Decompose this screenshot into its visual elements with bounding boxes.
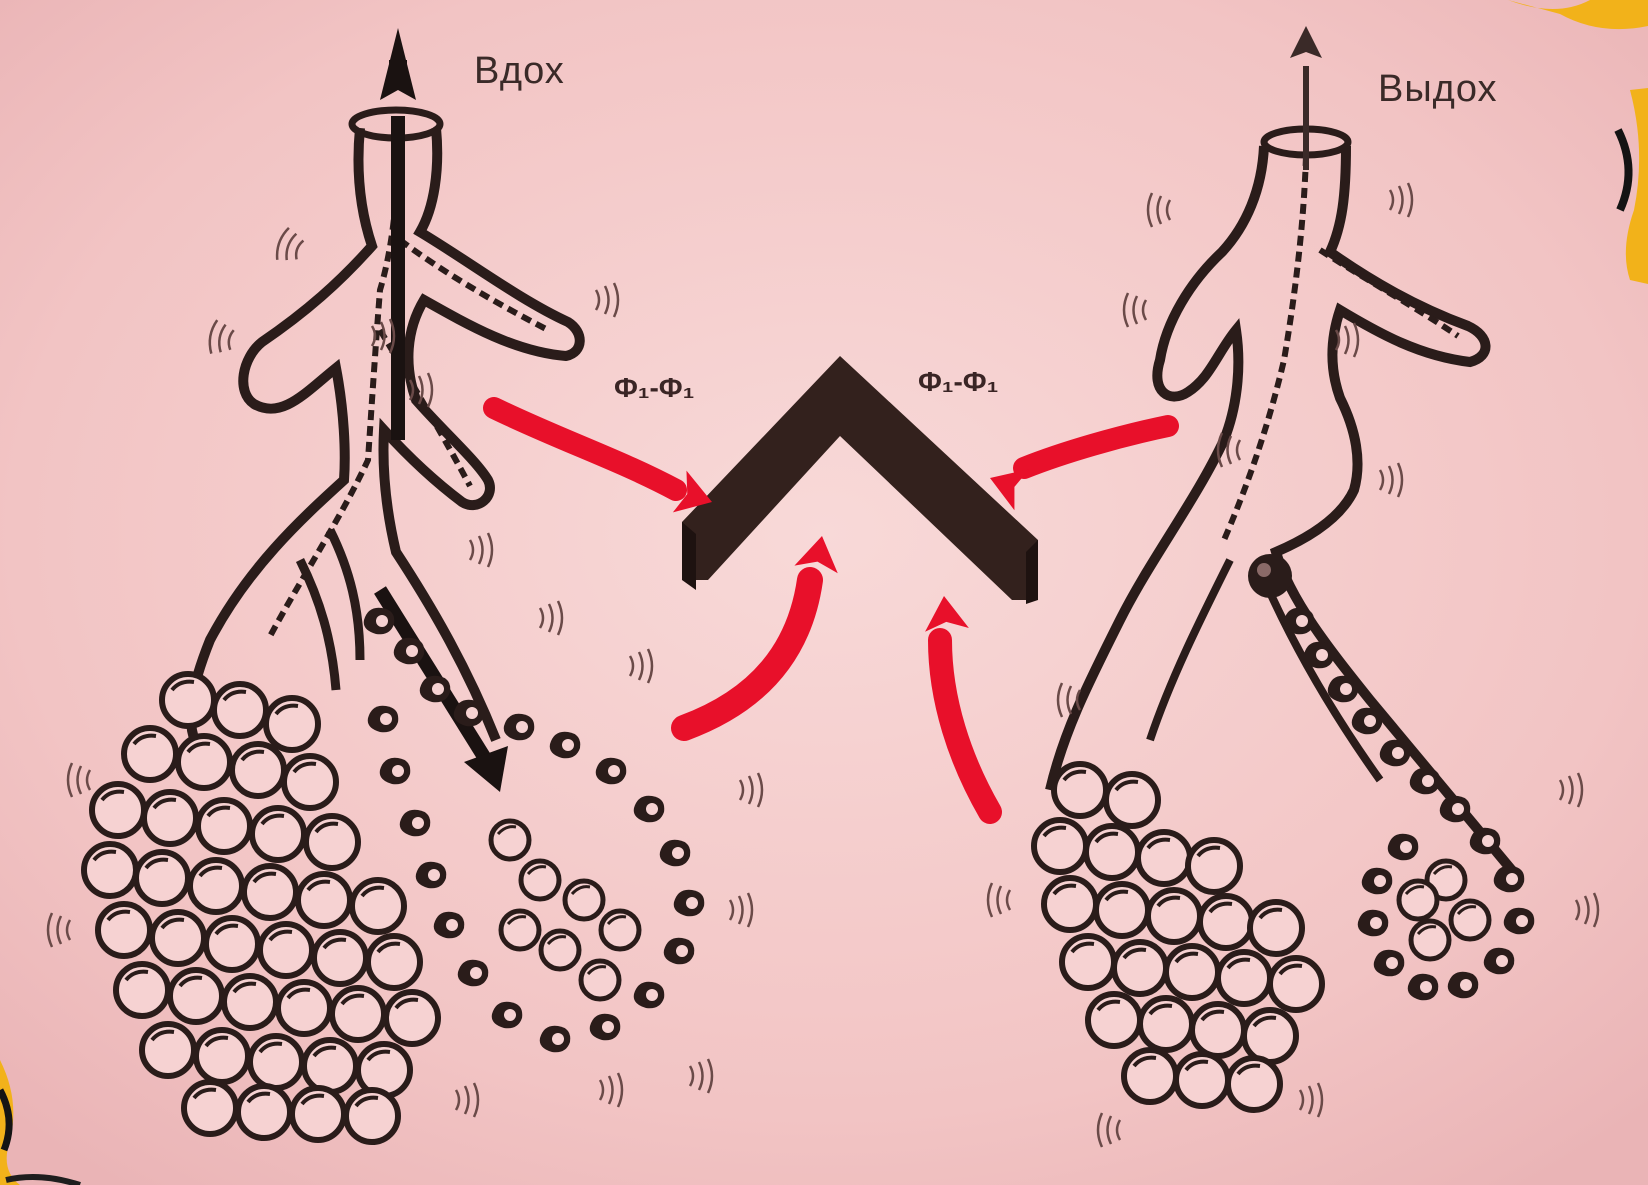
formula-right: Ф₁-Ф₁ bbox=[918, 366, 998, 398]
inhale-label: Вдох bbox=[474, 50, 565, 93]
exhale-label: Выдох bbox=[1378, 68, 1498, 111]
formula-left: Ф₁-Ф₁ bbox=[614, 372, 694, 404]
